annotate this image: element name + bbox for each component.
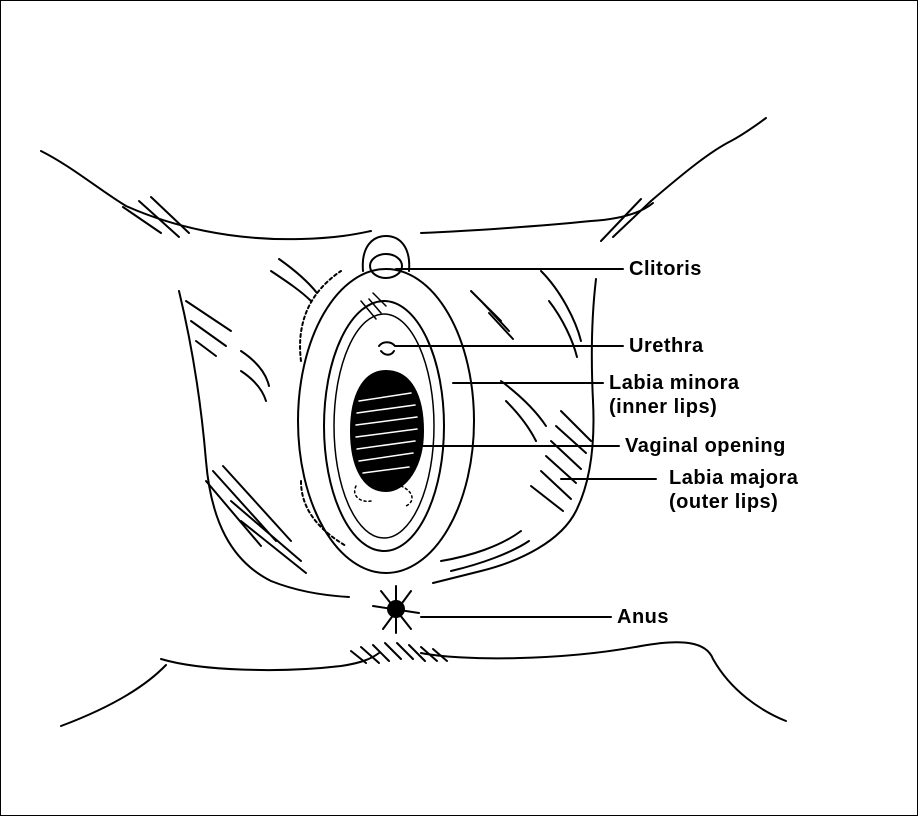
label-anus: Anus [617, 605, 669, 629]
body-outline-top [41, 118, 766, 241]
label-vaginal-opening: Vaginal opening [625, 434, 786, 458]
body-outline-bottom [61, 642, 786, 726]
urethra-shape [379, 342, 395, 355]
anus-shape [373, 586, 419, 633]
clitoris-shape [370, 254, 402, 278]
label-clitoris: Clitoris [629, 257, 702, 281]
vaginal-opening-shape [351, 371, 423, 491]
right-thigh-outline [433, 271, 596, 583]
leader-lines [396, 269, 656, 617]
label-labia-majora: Labia majora (outer lips) [669, 466, 798, 514]
label-urethra: Urethra [629, 334, 704, 358]
label-labia-minora: Labia minora (inner lips) [609, 371, 739, 419]
